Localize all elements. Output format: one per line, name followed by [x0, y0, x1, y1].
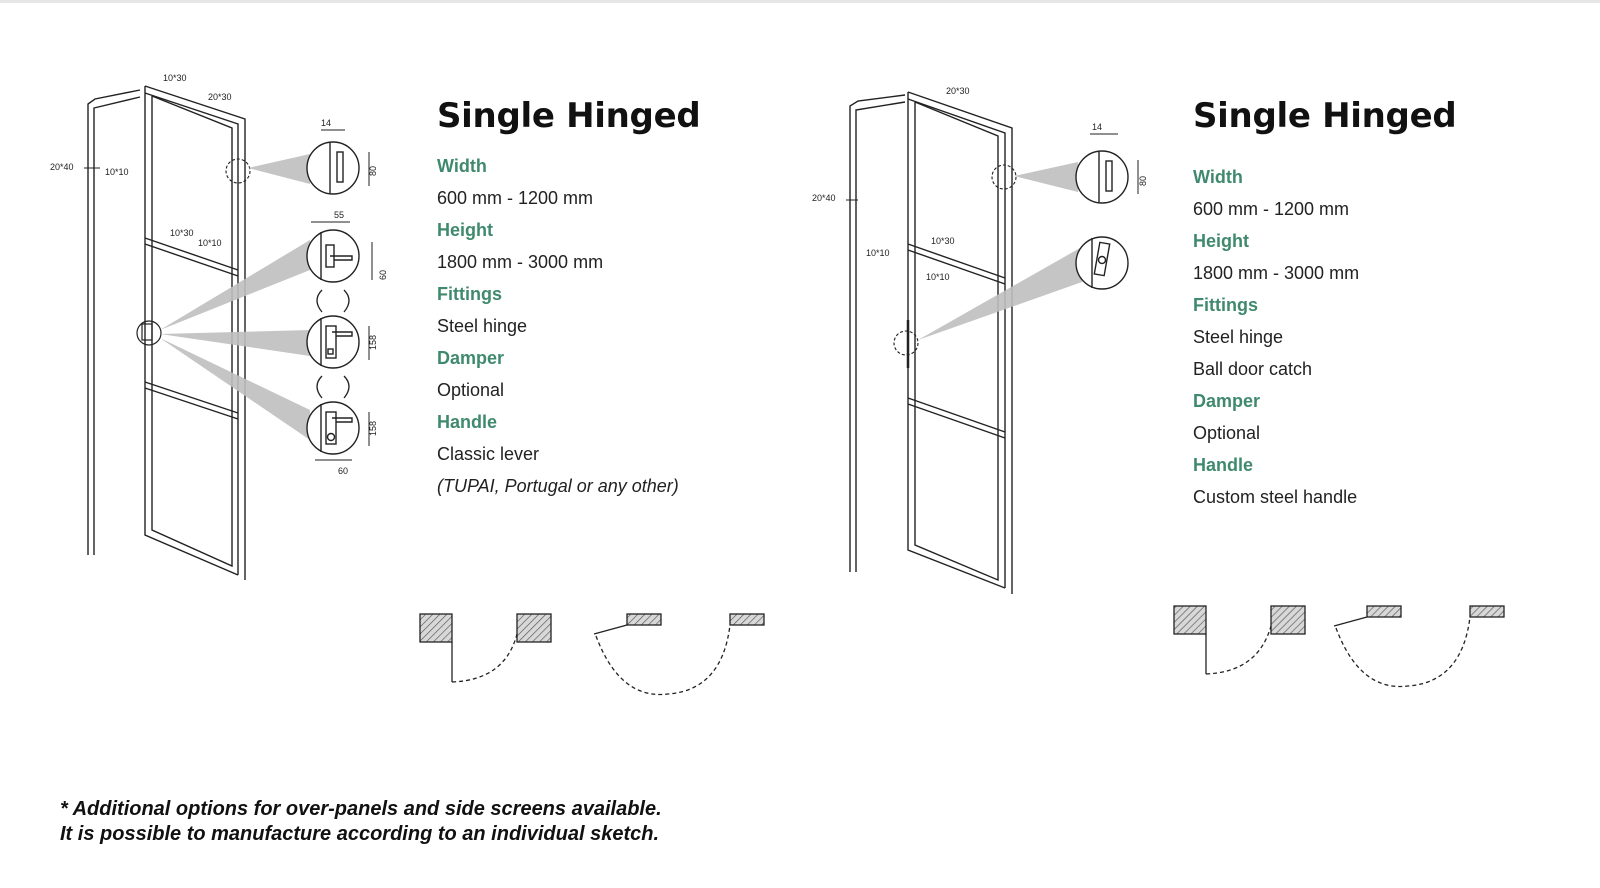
right-dim-hinge-height: 80	[1138, 176, 1148, 186]
footnote: * Additional options for over-panels and…	[60, 797, 662, 847]
right-door-drawing	[849, 91, 1017, 594]
left-spec-title: Single Hinged	[437, 96, 701, 136]
left-dim-mid-rail: 10*30	[170, 228, 194, 238]
left-width-label: Width	[437, 156, 487, 176]
left-width-value: 600 mm - 1200 mm	[437, 188, 594, 208]
left-dim-frame-top: 20*30	[208, 92, 232, 102]
left-callout-beams	[160, 154, 310, 440]
top-border	[0, 0, 1600, 3]
left-handle-label: Handle	[437, 412, 498, 432]
left-height-label: Height	[437, 220, 493, 240]
left-spec-panel: Single Hinged Width 600 mm - 1200 mm Hei…	[437, 96, 701, 502]
left-dim-mid-rail-inner: 10*10	[198, 238, 222, 248]
right-spec-title: Single Hinged	[1193, 96, 1457, 136]
right-detail-bubbles	[1075, 150, 1129, 290]
left-dimension-labels: 10*30 20*30 20*40 10*10 10*30 10*10 14 8…	[50, 73, 388, 476]
left-dim-handle-width: 55	[334, 210, 344, 220]
left-door-leaf	[144, 86, 239, 576]
right-fittings-label: Fittings	[1193, 295, 1258, 315]
left-frame-outer	[87, 89, 141, 555]
left-height-value: 1800 mm - 3000 mm	[437, 252, 604, 272]
left-damper-value: Optional	[437, 380, 505, 400]
left-door-glass-outline	[151, 95, 233, 568]
left-door-drawing	[87, 85, 251, 580]
left-hinge-detail	[306, 141, 360, 195]
right-plan-views	[1173, 605, 1505, 688]
right-dim-mid-rail: 10*30	[931, 236, 955, 246]
footnote-line-1: * Additional options for over-panels and…	[60, 798, 662, 820]
left-dim-frame-side: 20*40	[50, 162, 74, 172]
left-handle-value: Classic lever	[437, 444, 540, 464]
right-dim-hinge-width: 14	[1092, 122, 1102, 132]
left-dim-hinge-height: 80	[368, 166, 378, 176]
right-damper-label: Damper	[1193, 391, 1261, 411]
left-dim-lock-height-2: 158	[368, 421, 378, 436]
right-fittings-value-1: Steel hinge	[1193, 327, 1284, 347]
right-fittings-value-2: Ball door catch	[1193, 359, 1313, 379]
right-callout-beams	[918, 162, 1082, 340]
left-dim-handle-height: 60	[378, 270, 388, 280]
left-frame-inner	[93, 96, 141, 555]
left-swap-arrows	[316, 289, 350, 399]
right-height-label: Height	[1193, 231, 1249, 251]
left-dim-lock-width: 60	[338, 466, 348, 476]
right-damper-value: Optional	[1193, 423, 1261, 443]
right-width-value: 600 mm - 1200 mm	[1193, 199, 1350, 219]
footnote-line-2: It is possible to manufacture according …	[60, 823, 660, 845]
right-height-value: 1800 mm - 3000 mm	[1193, 263, 1360, 283]
right-dim-frame-top: 20*30	[946, 86, 970, 96]
right-dim-frame-inner: 10*10	[866, 248, 890, 258]
right-dimension-labels: 20*30 20*40 10*10 10*30 10*10 14 80	[812, 86, 1148, 282]
right-handle-value: Custom steel handle	[1193, 487, 1358, 507]
left-dim-hinge-width: 14	[321, 118, 331, 128]
left-dim-top-profile: 10*30	[163, 73, 187, 83]
left-dim-lock-height-1: 158	[368, 335, 378, 350]
right-dim-frame-side: 20*40	[812, 193, 836, 203]
left-frame-top	[144, 85, 246, 580]
left-detail-bubbles	[306, 141, 360, 455]
right-spec-panel: Single Hinged Width 600 mm - 1200 mm Hei…	[1193, 96, 1457, 513]
right-width-label: Width	[1193, 167, 1243, 187]
left-plan-views	[419, 613, 765, 696]
left-dim-frame-inner: 10*10	[105, 167, 129, 177]
left-fittings-label: Fittings	[437, 284, 502, 304]
left-fittings-value: Steel hinge	[437, 316, 528, 336]
right-handle-label: Handle	[1193, 455, 1254, 475]
right-dim-mid-rail-inner: 10*10	[926, 272, 950, 282]
left-damper-label: Damper	[437, 348, 505, 368]
left-handle-note: (TUPAI, Portugal or any other)	[437, 476, 679, 496]
